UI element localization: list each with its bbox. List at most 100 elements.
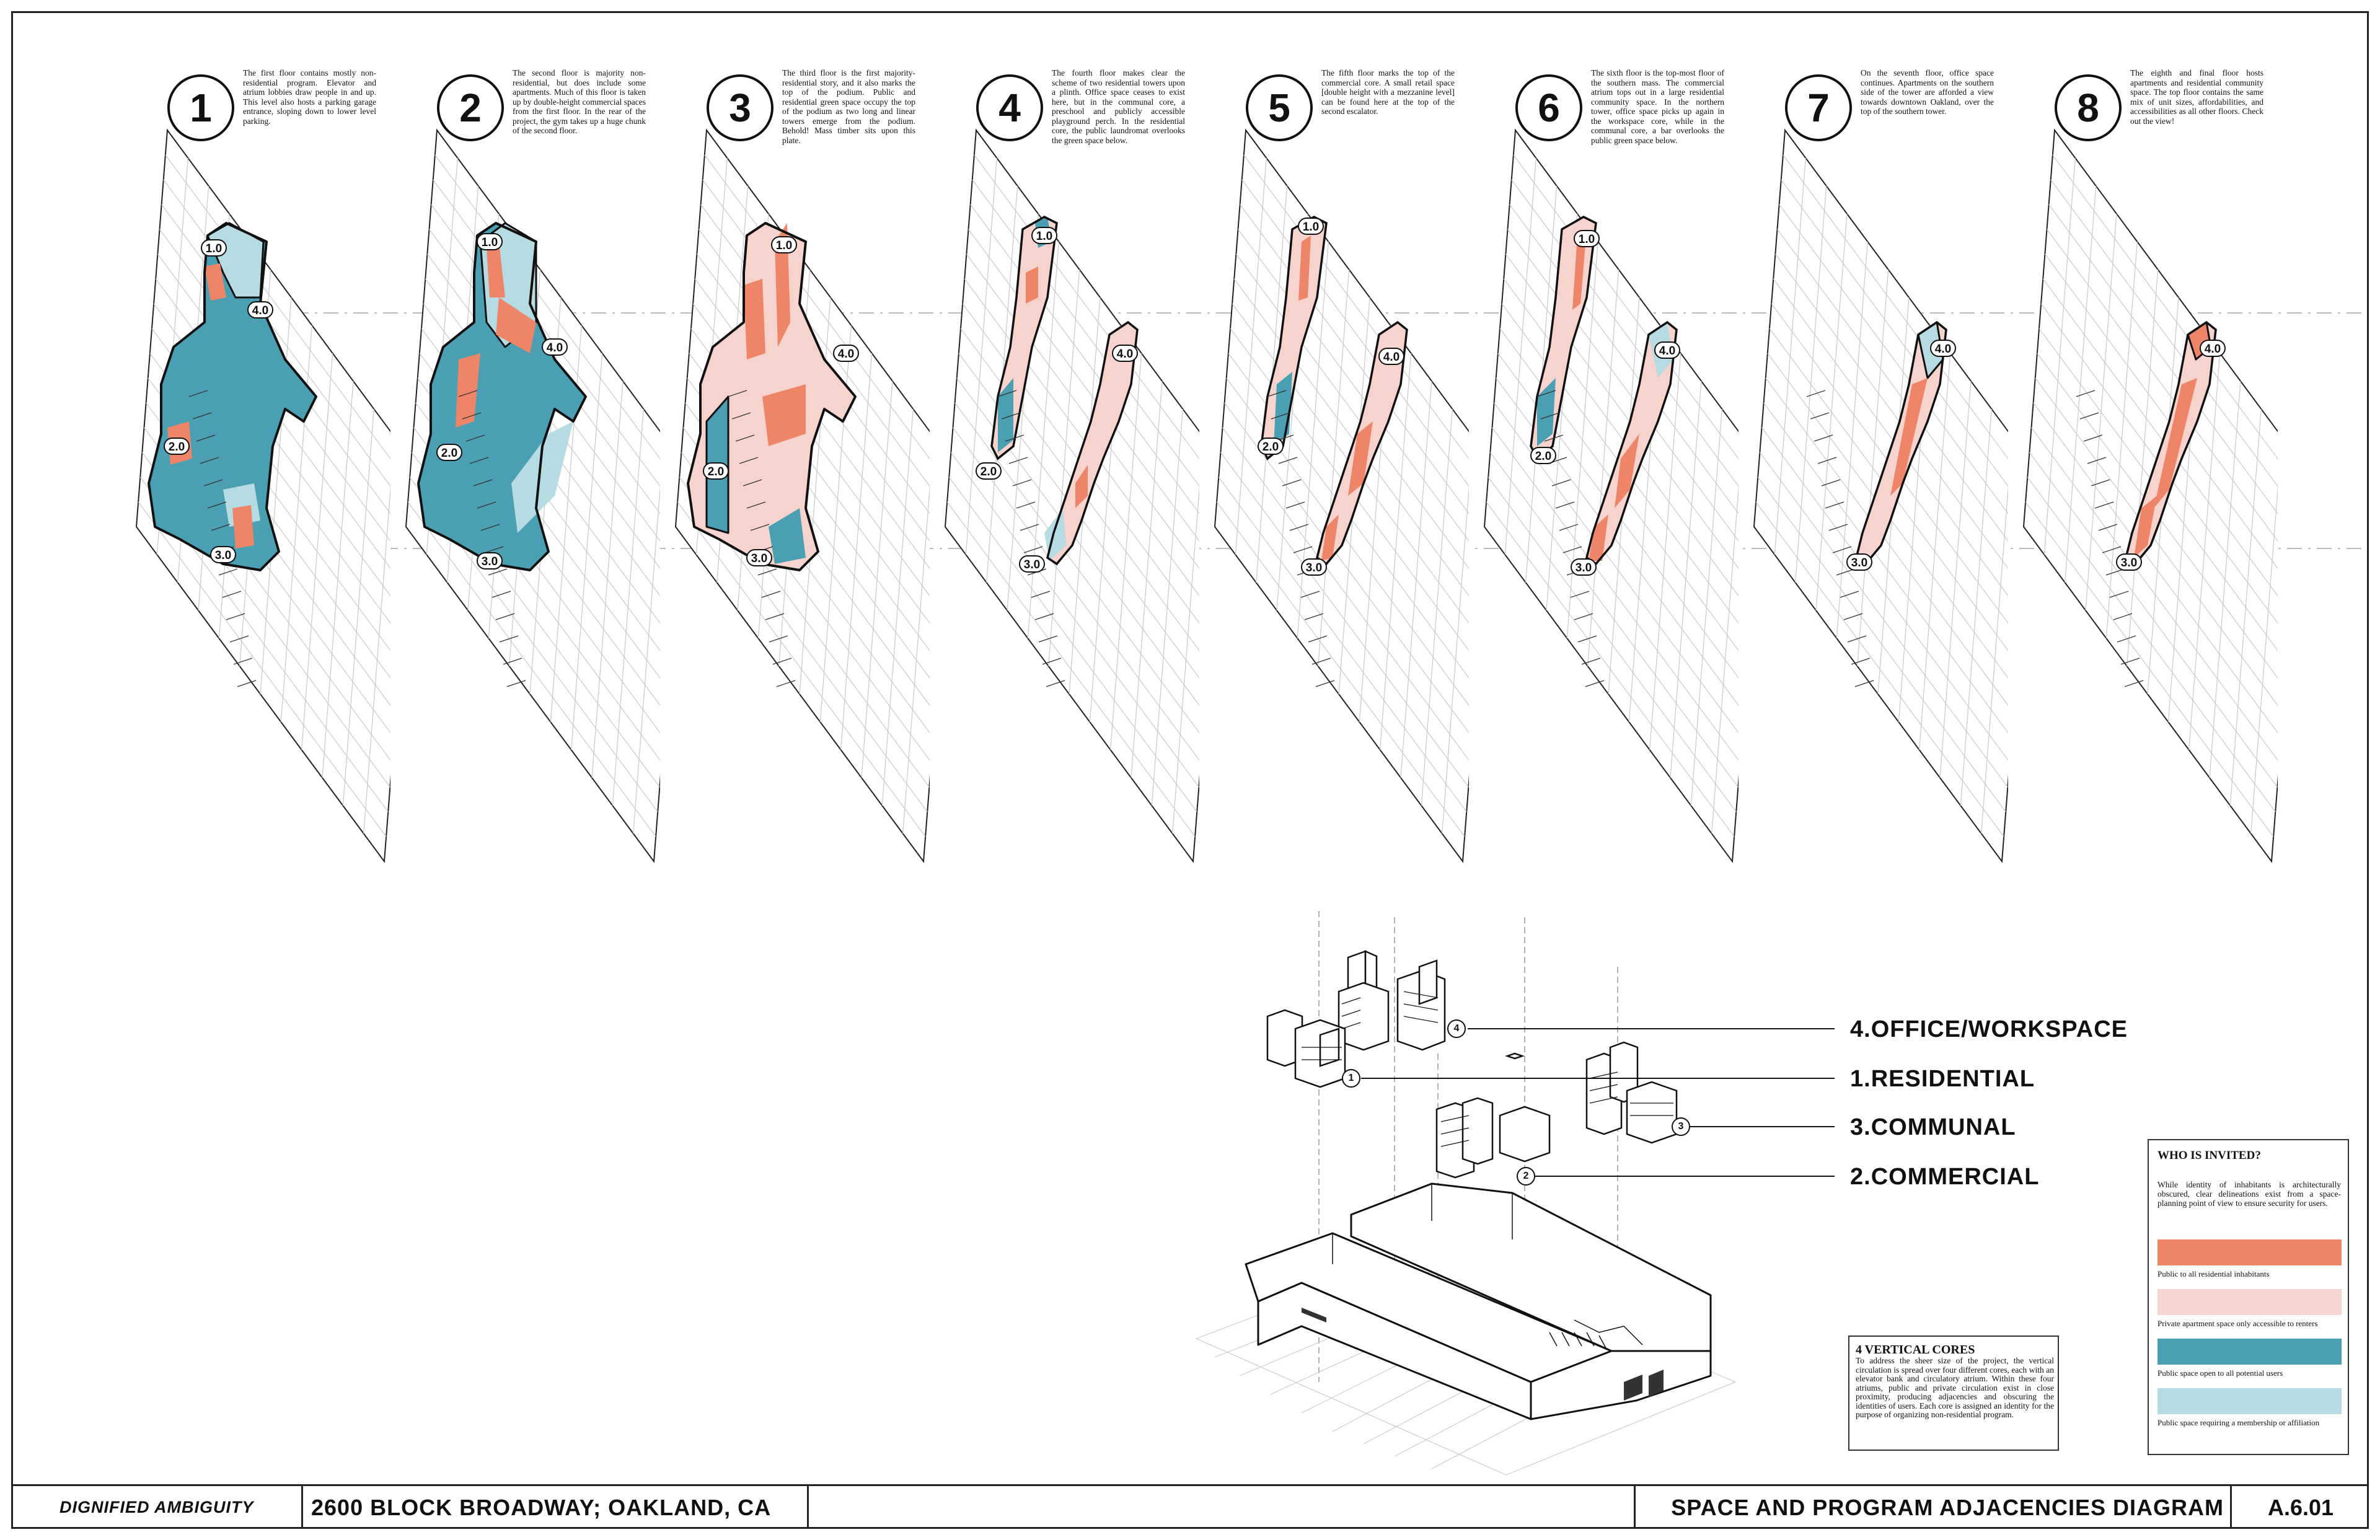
floor-number-badge: 1	[167, 74, 234, 141]
floor-number-badge: 6	[1515, 74, 1582, 141]
svg-text:3.0: 3.0	[1851, 557, 1867, 570]
svg-text:4.0: 4.0	[2205, 343, 2221, 356]
floor-plan-axonometric: 1.04.02.03.0	[674, 128, 930, 863]
floor-number-badge: 4	[976, 74, 1043, 141]
legend-swatch	[2157, 1239, 2342, 1265]
svg-text:2.0: 2.0	[1535, 450, 1551, 463]
svg-text:1.0: 1.0	[1036, 230, 1052, 243]
core-tag: 4.0	[833, 345, 859, 362]
project-tag: DIGNIFIED AMBIGUITY	[60, 1498, 254, 1516]
floor-description: The third floor is the first majority-re…	[782, 68, 915, 145]
legend-swatch	[2157, 1388, 2342, 1414]
svg-text:1.0: 1.0	[206, 242, 222, 255]
svg-text:1.0: 1.0	[1579, 233, 1595, 246]
vertical-cores-text: To address the sheer size of the project…	[1856, 1356, 2054, 1419]
legend-label: Private apartment space only accessible …	[2157, 1319, 2318, 1328]
access-legend-text: While identity of inhabitants is archite…	[2157, 1180, 2341, 1208]
core-tag: 3.0	[210, 546, 236, 563]
floor-number-badge: 2	[437, 74, 504, 141]
svg-text:4.0: 4.0	[838, 348, 854, 361]
core-tag: 4.0	[1654, 341, 1680, 359]
core-tag: 3.0	[1301, 558, 1327, 576]
floor-plan-axonometric: 1.0 4.0 2.0 3.0	[1214, 128, 1469, 863]
core-tag: 4.0	[1930, 340, 1956, 357]
core-tag: 3.0	[1019, 555, 1045, 573]
floor-number-badge: 3	[707, 74, 774, 141]
core-tag: 4.0	[247, 301, 273, 319]
title-block: DIGNIFIED AMBIGUITY 2600 BLOCK BROADWAY;…	[11, 1484, 2369, 1529]
core-tag: 3.0	[1571, 558, 1597, 576]
core-callout-1: 1	[1342, 1069, 1360, 1088]
svg-text:4.0: 4.0	[1659, 345, 1675, 358]
svg-text:3.0: 3.0	[2121, 557, 2137, 570]
core-tag: 1.0	[1298, 218, 1324, 235]
core-tag: 2.0	[703, 462, 729, 480]
vertical-cores-note: 4 VERTICAL CORES To address the sheer si…	[1848, 1335, 2059, 1451]
legend-label: Public to all residential inhabitants	[2157, 1269, 2270, 1278]
core-tag: 1.0	[477, 233, 503, 250]
svg-text:2.0: 2.0	[441, 447, 457, 460]
core-tag: 4.0	[1112, 345, 1138, 362]
core-callout-3: 3	[1672, 1117, 1690, 1136]
svg-text:2.0: 2.0	[169, 441, 185, 454]
svg-text:2.0: 2.0	[981, 465, 997, 478]
svg-text:3.0: 3.0	[482, 555, 498, 568]
core-tag: 3.0	[1846, 553, 1872, 571]
title-divider	[807, 1486, 809, 1529]
core-tag: 4.0	[542, 338, 568, 356]
svg-text:3.0: 3.0	[1024, 558, 1040, 571]
core-tag: 1.0	[1031, 227, 1057, 244]
floor-plan-axonometric: 1.0 4.0 2.0 3.0	[405, 128, 660, 863]
core-tag: 3.0	[477, 552, 503, 570]
svg-text:2.0: 2.0	[708, 465, 724, 478]
floor-number-badge: 5	[1246, 74, 1313, 141]
svg-text:4.0: 4.0	[1117, 348, 1133, 361]
core-tag: 2.0	[164, 438, 190, 455]
svg-text:3.0: 3.0	[1576, 561, 1592, 574]
svg-text:4.0: 4.0	[252, 304, 268, 317]
floor-description: The eighth and final floor hosts apartme…	[2130, 68, 2263, 126]
svg-text:3.0: 3.0	[1306, 561, 1322, 574]
svg-text:4.0: 4.0	[1935, 343, 1951, 356]
floor-plan-axonometric: 1.0 4.0 2.0 3.0	[1483, 128, 1739, 863]
legend-label: Public space requiring a membership or a…	[2157, 1418, 2320, 1427]
sheet-number: A.6.01	[2267, 1494, 2334, 1520]
access-legend: WHO IS INVITED? While identity of inhabi…	[2148, 1139, 2349, 1455]
svg-text:1.0: 1.0	[776, 239, 792, 252]
core-tag: 2.0	[1258, 438, 1284, 455]
svg-text:1.0: 1.0	[482, 236, 498, 249]
core-tag: 4.0	[2200, 340, 2226, 357]
project-address: 2600 BLOCK BROADWAY; OAKLAND, CA	[311, 1494, 772, 1520]
vertical-cores-title: 4 VERTICAL CORES	[1856, 1343, 1975, 1357]
floor-number-badge: 8	[2055, 74, 2122, 141]
title-divider	[1634, 1486, 1636, 1529]
sheet-title: SPACE AND PROGRAM ADJACENCIES DIAGRAM	[1671, 1494, 2224, 1520]
svg-text:2.0: 2.0	[1263, 441, 1279, 454]
svg-text:4.0: 4.0	[1383, 351, 1399, 364]
core-tag: 2.0	[976, 462, 1002, 480]
legend-swatch	[2157, 1339, 2342, 1365]
core-tag: 3.0	[2116, 553, 2142, 571]
core-tag: 1.0	[771, 236, 797, 253]
core-tag: 2.0	[436, 444, 462, 461]
core-callout-2: 2	[1517, 1167, 1535, 1186]
legend-label: Public space open to all potential users	[2157, 1368, 2283, 1378]
core-tag: 4.0	[1378, 348, 1404, 365]
floor-plan-axonometric: 1.0 4.0 2.0 3.0	[135, 128, 390, 863]
floor-number-badge: 7	[1785, 74, 1852, 141]
program-label-residential: 1.RESIDENTIAL	[1850, 1066, 2035, 1092]
program-label-communal: 3.COMMUNAL	[1850, 1114, 2016, 1140]
program-label-office: 4.OFFICE/WORKSPACE	[1850, 1016, 2128, 1042]
floor-plan-axonometric: 1.0 4.0 2.0 3.0	[944, 128, 1199, 863]
core-tag: 1.0	[201, 239, 227, 257]
access-legend-title: WHO IS INVITED?	[2157, 1149, 2261, 1162]
program-label-commercial: 2.COMMERCIAL	[1850, 1164, 2040, 1190]
